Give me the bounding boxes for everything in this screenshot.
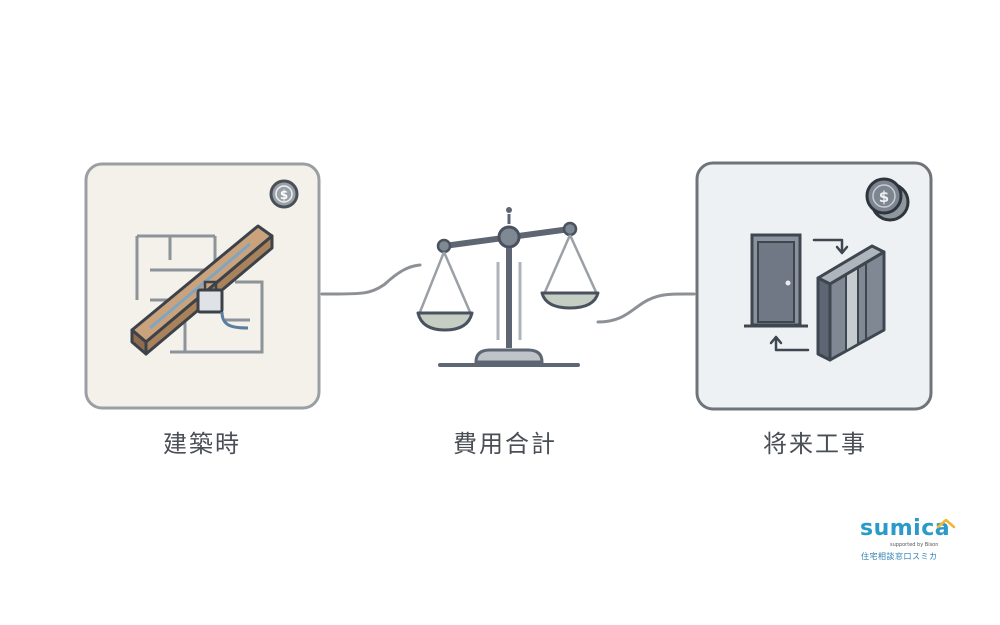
coin-stack-icon: $	[865, 177, 910, 222]
label-future-work: 将来工事	[763, 430, 867, 458]
door-icon	[744, 233, 808, 328]
label-construction: 建築時	[163, 430, 241, 458]
renovation-arrow-icon	[769, 238, 849, 352]
logo-house-icon	[936, 518, 956, 529]
connector-right	[596, 292, 696, 324]
label-total-cost: 費用合計	[453, 430, 557, 458]
logo-tagline: 住宅相談窓口スミカ	[861, 552, 938, 561]
svg-text:$: $	[879, 188, 889, 206]
pipe-coupler-icon	[196, 280, 249, 330]
wall-panel-icon	[816, 244, 886, 362]
sumica-logo: sumica supported by Bison 住宅相談窓口スミカ	[856, 516, 966, 566]
balance-scale-icon	[416, 207, 600, 367]
svg-text:$: $	[280, 188, 288, 202]
card-future-work: $	[695, 161, 933, 411]
connector-left	[320, 263, 422, 296]
coin-icon: $	[269, 179, 299, 209]
logo-wordmark: sumica	[860, 516, 951, 541]
logo-subtitle: supported by Bison	[890, 542, 939, 548]
card-construction: $	[84, 162, 321, 410]
